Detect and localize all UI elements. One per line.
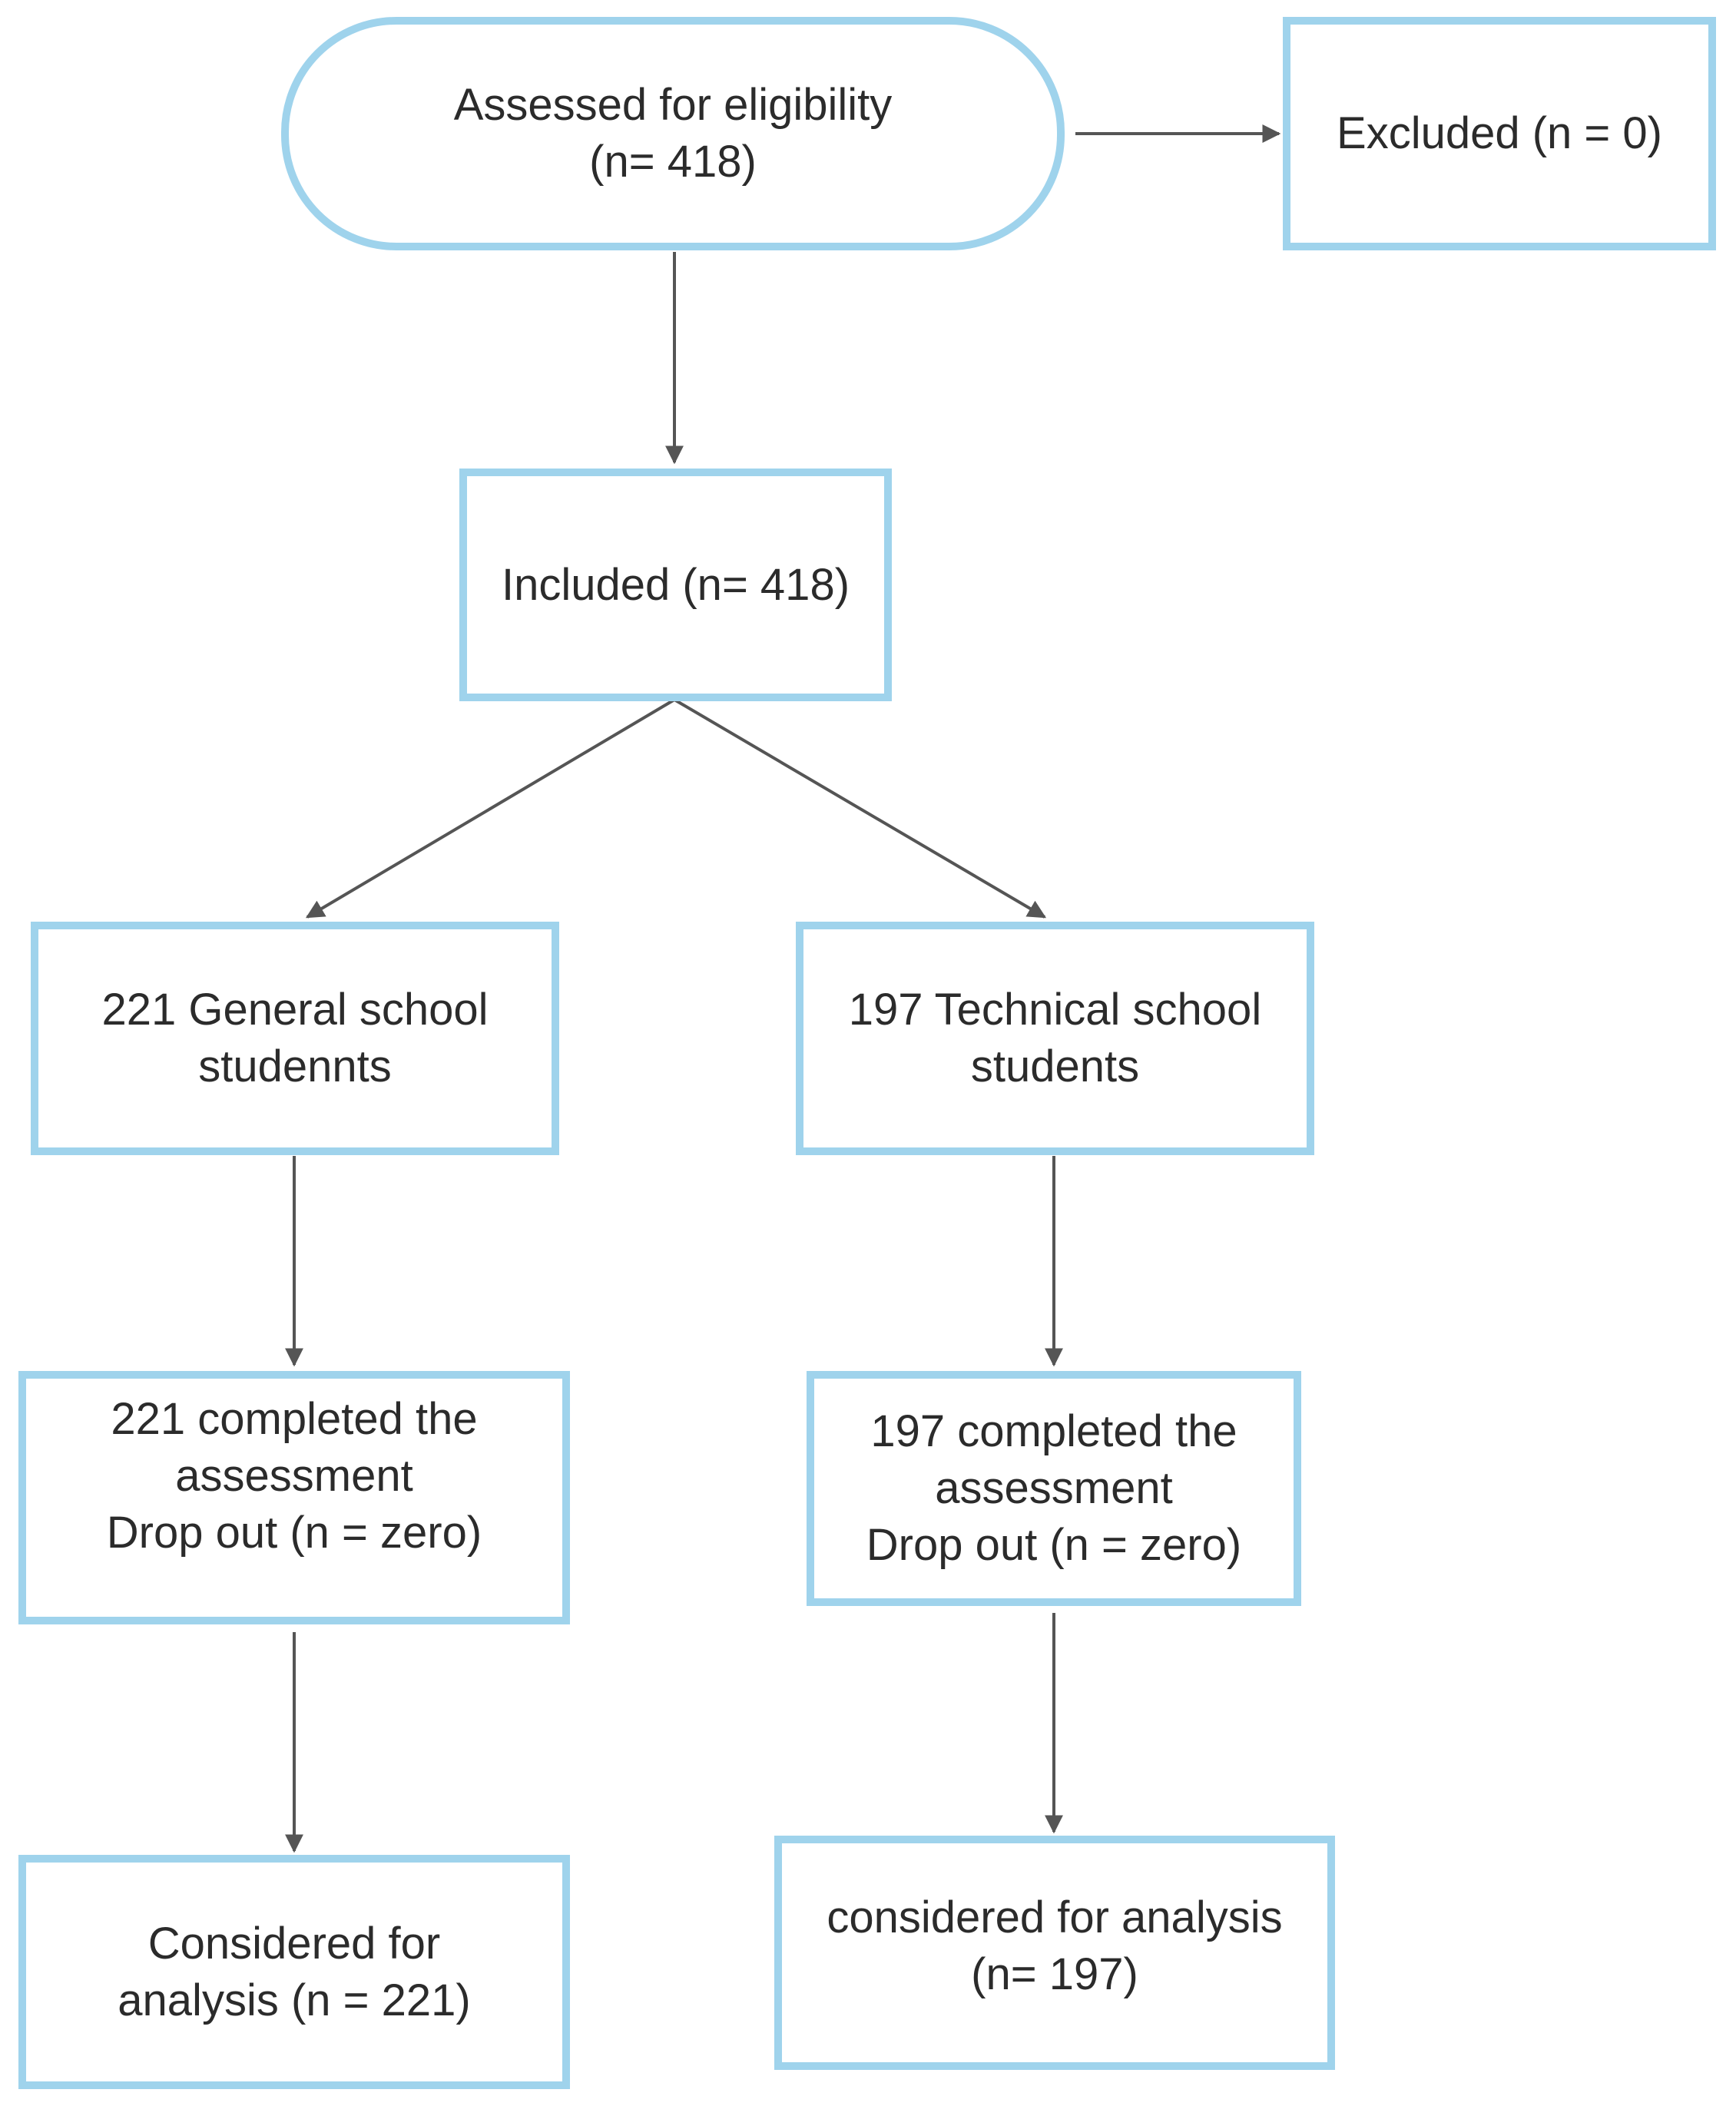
general-completed-line-2: assessment — [175, 1451, 413, 1501]
technical-analysis-node: considered for analysis (n= 197) — [774, 1836, 1335, 2070]
technical-analysis-line-1: considered for analysis — [827, 1892, 1283, 1942]
technical-line-1: 197 Technical school — [848, 985, 1262, 1035]
assessed-for-eligibility-node: Assessed for eligibility (n= 418) — [281, 17, 1065, 250]
technical-school-node: 197 Technical school students — [796, 922, 1314, 1155]
assessed-line-2: (n= 418) — [589, 137, 757, 187]
general-school-node: 221 General school studennts — [31, 922, 559, 1155]
technical-completed-line-1: 197 completed the — [870, 1406, 1237, 1456]
excluded-line-1: Excluded (n = 0) — [1337, 108, 1662, 158]
general-completed-line-1: 221 completed the — [111, 1394, 478, 1444]
general-completed-node: 221 completed the assessment Drop out (n… — [18, 1371, 570, 1624]
included-line-1: Included (n= 418) — [501, 559, 850, 610]
general-line-2: studennts — [198, 1041, 392, 1091]
general-analysis-line-2: analysis (n = 221) — [118, 1975, 471, 2025]
assessed-line-1: Assessed for eligibility — [453, 80, 893, 130]
general-line-1: 221 General school — [101, 985, 489, 1035]
technical-analysis-line-2: (n= 197) — [971, 1949, 1138, 1999]
technical-completed-line-2: assessment — [935, 1463, 1173, 1513]
general-completed-line-3: Drop out (n = zero) — [106, 1508, 482, 1558]
technical-completed-line-3: Drop out (n = zero) — [866, 1520, 1242, 1570]
technical-line-2: students — [970, 1041, 1140, 1091]
arrow-included-to-technical — [673, 698, 1047, 919]
general-analysis-line-1: Considered for — [147, 1918, 441, 1969]
technical-completed-node: 197 completed the assessment Drop out (n… — [807, 1371, 1301, 1606]
general-analysis-node: Considered for analysis (n = 221) — [18, 1855, 570, 2089]
excluded-node: Excluded (n = 0) — [1283, 17, 1716, 250]
arrow-included-to-general — [305, 698, 676, 919]
included-node: Included (n= 418) — [459, 469, 892, 701]
